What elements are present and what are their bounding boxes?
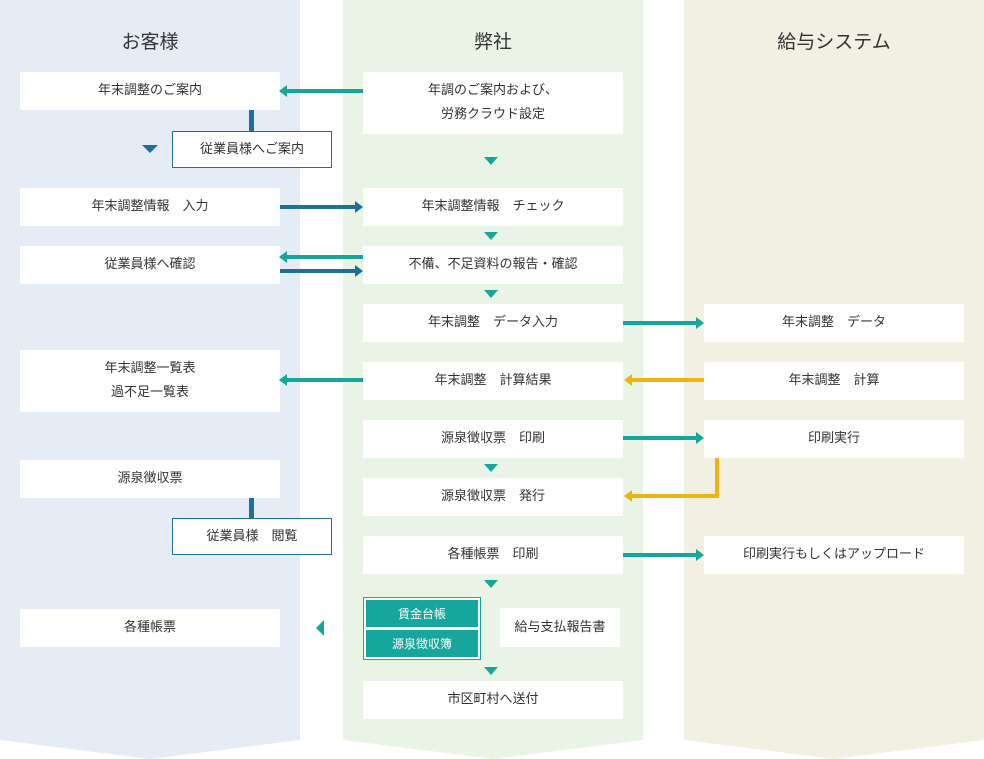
ledger-item-withholding-book: 源泉徴収簿	[366, 630, 478, 657]
box-adjustment-lists: 年末調整一覧表 過不足一覧表	[20, 350, 280, 412]
box-deficiency-report: 不備、不足資料の報告・確認	[363, 246, 623, 284]
box-year-end-guide: 年末調整のご案内	[20, 72, 280, 110]
lane-title-company: 弊社	[473, 31, 512, 53]
box-data-input: 年末調整 データ入力	[363, 304, 623, 342]
box-employee-view: 従業員様 閲覧	[172, 518, 332, 555]
box-various-forms: 各種帳票	[20, 609, 280, 647]
box-print-or-upload: 印刷実行もしくはアップロード	[704, 536, 964, 574]
box-payroll-data: 年末調整 データ	[704, 304, 964, 342]
box-payroll-calc: 年末調整 計算	[704, 362, 964, 400]
ledger-item-wage: 賃金台帳	[366, 600, 478, 627]
lane-title-customer: お客様	[121, 31, 179, 53]
box-calc-result: 年末調整 計算結果	[363, 362, 623, 400]
box-issue-withholding: 源泉徴収票 発行	[363, 478, 623, 516]
box-print-forms: 各種帳票 印刷	[363, 536, 623, 574]
lane-title-payroll: 給与システム	[777, 31, 891, 53]
box-print-withholding: 源泉徴収票 印刷	[363, 420, 623, 458]
box-payment-report: 給与支払報告書	[500, 608, 620, 647]
box-employee-guide: 従業員様へご案内	[172, 131, 332, 168]
box-employee-confirm: 従業員様へ確認	[20, 246, 280, 284]
ledger-group: 賃金台帳 源泉徴収簿	[363, 597, 481, 660]
box-info-input: 年末調整情報 入力	[20, 188, 280, 226]
box-withholding-slip: 源泉徴収票	[20, 460, 280, 498]
box-guide-and-setup: 年調のご案内および、 労務クラウド設定	[363, 72, 623, 134]
box-info-check: 年末調整情報 チェック	[363, 188, 623, 226]
box-print-exec: 印刷実行	[704, 420, 964, 458]
box-send-city: 市区町村へ送付	[363, 681, 623, 719]
